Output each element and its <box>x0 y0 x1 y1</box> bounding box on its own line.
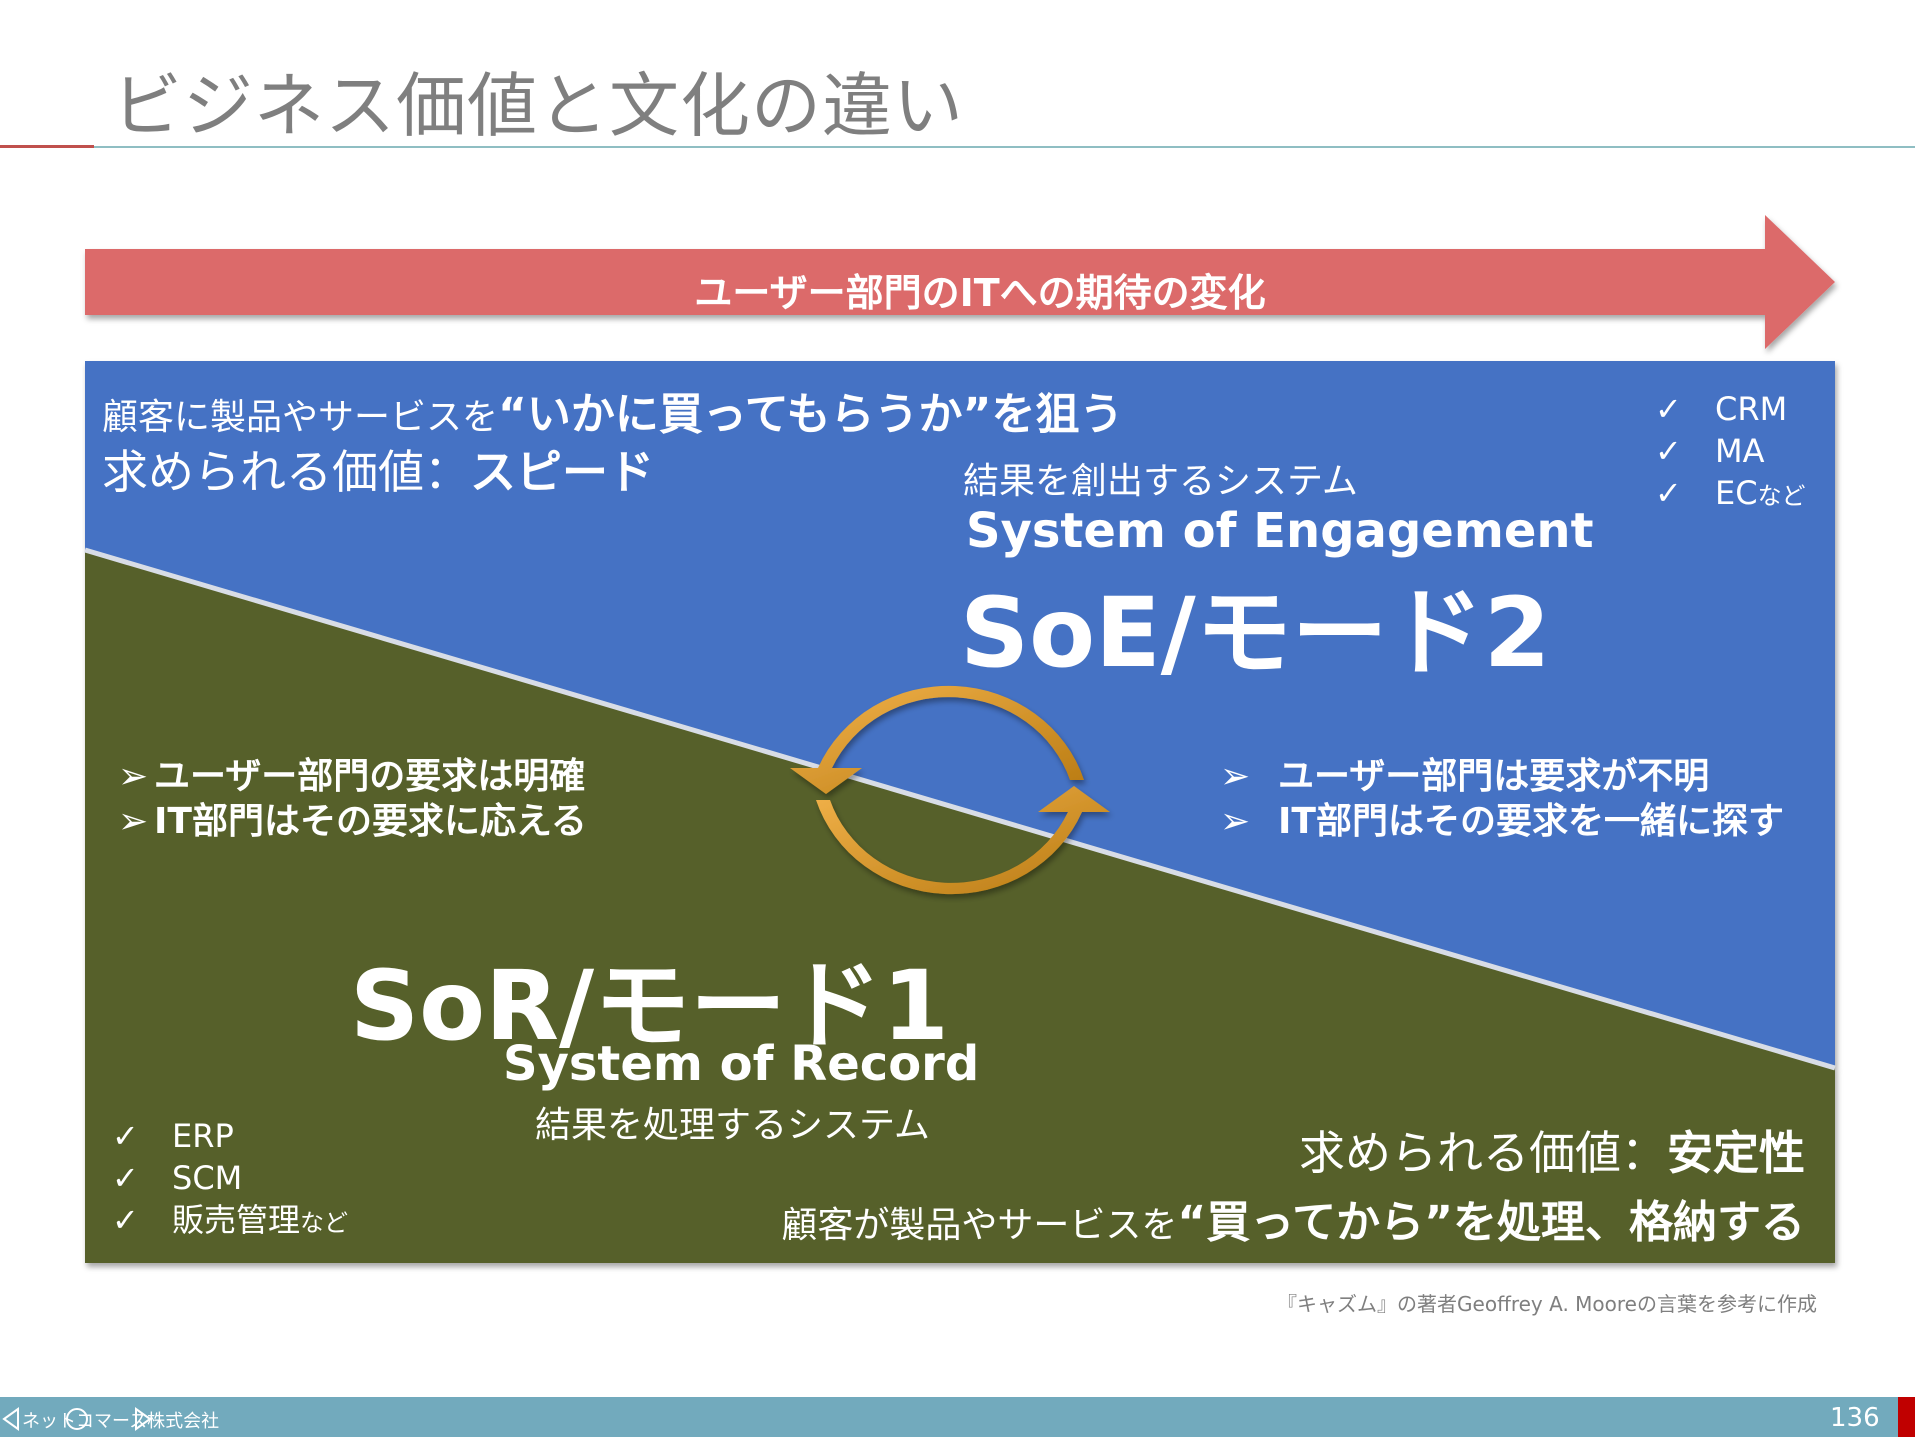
sor-description-prefix: 顧客が製品やサービスを <box>781 1205 1178 1246</box>
check-icon: ✓ <box>112 1201 139 1239</box>
slide-title: ビジネス価値と文化の違い <box>112 65 964 147</box>
slide-nav <box>2 1407 152 1431</box>
list-item: ➢ IT部門はその要求を一緒に探す <box>1220 799 1784 844</box>
soe-region <box>85 361 1835 1068</box>
check-label: EC <box>1715 474 1758 512</box>
check-icon: ✓ <box>1655 390 1682 428</box>
list-item: ✓ CRM <box>1655 390 1806 432</box>
arrow-bullet-icon: ➢ <box>118 756 149 797</box>
check-icon: ✓ <box>1655 474 1682 512</box>
arrow-bullet-icon: ➢ <box>1220 756 1251 797</box>
sor-bullet-list: ➢ユーザー部門の要求は明確 ➢IT部門はその要求に応える <box>118 754 587 844</box>
divider-line <box>84 547 1836 1071</box>
sor-region <box>85 550 1835 1263</box>
cycle-arrows-icon <box>790 685 1110 895</box>
bullet-text: IT部門はその要求を一緒に探す <box>1278 801 1784 842</box>
soe-examples-list: ✓ CRM ✓ MA ✓ ECなど <box>1655 390 1806 516</box>
check-label: MA <box>1715 432 1765 470</box>
check-label: ERP <box>172 1117 234 1155</box>
check-suffix: など <box>300 1209 349 1237</box>
soe-mode-heading: SoE/モード2 <box>960 577 1551 689</box>
title-rule <box>94 146 1915 148</box>
soe-bullet-list: ➢ ユーザー部門は要求が不明 ➢ IT部門はその要求を一緒に探す <box>1220 754 1784 844</box>
list-item: ➢ ユーザー部門は要求が不明 <box>1220 754 1784 799</box>
soe-value-emphasis: スピード <box>470 445 654 499</box>
nav-next-icon[interactable] <box>135 1407 152 1431</box>
sor-description: 顧客が製品やサービスを“買ってから”を処理、格納する <box>781 1186 1805 1250</box>
nav-prev-icon[interactable] <box>2 1407 19 1431</box>
footer-bar <box>0 1397 1898 1437</box>
sor-examples-list: ✓ ERP ✓ SCM ✓ 販売管理など <box>112 1117 348 1243</box>
arrow-bullet-icon: ➢ <box>118 801 149 842</box>
sor-description-emphasis: “買ってから”を処理、格納する <box>1177 1197 1805 1248</box>
soe-description-prefix: 顧客に製品やサービスを <box>102 397 499 438</box>
soe-description: 顧客に製品やサービスを“いかに買ってもらうか”を狙う <box>102 378 1123 442</box>
check-label: SCM <box>172 1159 243 1197</box>
list-item: ➢ユーザー部門の要求は明確 <box>118 754 587 799</box>
arrow-bullet-icon: ➢ <box>1220 801 1251 842</box>
source-credit: 『キャズム』の著者Geoffrey A. Mooreの言葉を参考に作成 <box>1277 1292 1817 1316</box>
check-icon: ✓ <box>112 1159 139 1197</box>
bullet-text: IT部門はその要求に応える <box>154 801 587 842</box>
check-suffix: など <box>1757 482 1806 510</box>
title-rule-accent <box>0 145 94 148</box>
list-item: ➢IT部門はその要求に応える <box>118 799 587 844</box>
check-label: 販売管理 <box>172 1201 301 1239</box>
page-number: 136 <box>1830 1403 1880 1433</box>
bullet-text: ユーザー部門は要求が不明 <box>1278 756 1710 797</box>
list-item: ✓ ECなど <box>1655 474 1806 516</box>
sor-value: 求められる価値：安定性 <box>1299 1117 1805 1183</box>
expectation-arrow <box>85 215 1835 349</box>
sor-value-prefix: 求められる価値： <box>1299 1126 1667 1180</box>
soe-subtitle: 結果を創出するシステム <box>963 461 1358 502</box>
soe-value: 求められる価値：スピード <box>102 436 654 502</box>
check-icon: ✓ <box>1655 432 1682 470</box>
nav-home-icon[interactable] <box>66 1408 88 1430</box>
sor-name: System of Record <box>503 1036 980 1092</box>
sor-subtitle: 結果を処理するシステム <box>535 1105 930 1146</box>
sor-value-emphasis: 安定性 <box>1667 1126 1805 1180</box>
list-item: ✓ MA <box>1655 432 1806 474</box>
banner-label: ユーザー部門のITへの期待の変化 <box>694 271 1266 315</box>
list-item: ✓ ERP <box>112 1117 348 1159</box>
list-item: ✓ 販売管理など <box>112 1201 348 1243</box>
check-label: CRM <box>1715 390 1788 428</box>
sor-mode-heading: SoR/モード1 <box>350 950 949 1062</box>
footer-accent <box>1898 1397 1915 1437</box>
soe-description-emphasis: “いかに買ってもらうか”を狙う <box>498 389 1124 440</box>
list-item: ✓ SCM <box>112 1159 348 1201</box>
bullet-text: ユーザー部門の要求は明確 <box>154 756 586 797</box>
soe-value-prefix: 求められる価値： <box>102 445 470 499</box>
check-icon: ✓ <box>112 1117 139 1155</box>
soe-name: System of Engagement <box>966 503 1594 559</box>
